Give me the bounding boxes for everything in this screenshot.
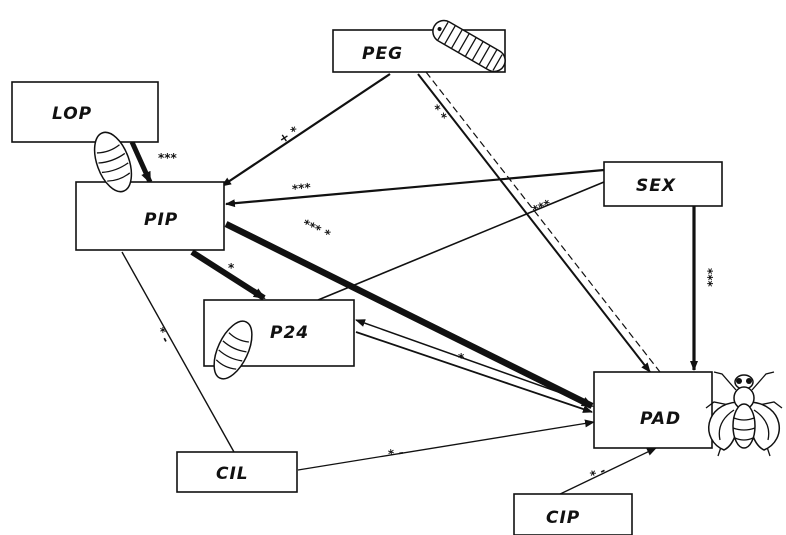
node-cip: CIP	[514, 494, 632, 535]
edge-label-pip-pad: *** *	[300, 216, 333, 242]
edge-lop-pip	[132, 142, 150, 182]
edge-label-sex-pad: ***	[701, 268, 715, 288]
edge-label-p24-pad: *	[458, 351, 465, 365]
edge-peg-pad	[418, 74, 650, 372]
node-label-p24: P24	[270, 323, 309, 343]
edge-label-peg-pad: * *	[428, 102, 450, 124]
edge-label-peg-pip: + *	[276, 123, 301, 146]
node-label-cil: CIL	[216, 464, 249, 484]
edge-label-pip-cil: * -	[153, 325, 173, 345]
node-cil: CIL	[177, 452, 297, 492]
edge-pad-p24	[356, 320, 592, 404]
node-pad: PAD	[594, 372, 712, 448]
edge-label-sex-pip: ***	[291, 180, 312, 196]
edge-peg-pad-dashed	[426, 72, 660, 372]
node-label-sex: SEX	[636, 176, 676, 196]
node-pip: PIP	[76, 182, 224, 250]
node-label-cip: CIP	[546, 508, 580, 528]
edge-label-lop-pip: ***	[158, 151, 178, 165]
edge-sex-p24	[318, 182, 604, 300]
edge-label-pip-p24: *	[228, 261, 235, 275]
node-label-lop: LOP	[52, 104, 92, 124]
node-label-peg: PEG	[362, 44, 403, 64]
node-label-pad: PAD	[640, 409, 681, 429]
edge-cil-pad	[298, 422, 594, 470]
edge-pip-p24	[192, 252, 264, 298]
node-sex: SEX	[604, 162, 722, 206]
edge-label-cil-pad: * -	[387, 445, 404, 461]
edge-peg-pip	[222, 74, 390, 186]
adult-fly-icon	[706, 372, 782, 456]
node-label-pip: PIP	[144, 210, 178, 230]
node-lop: LOP	[12, 82, 158, 142]
edge-label-sex-p24: ***	[530, 197, 554, 218]
